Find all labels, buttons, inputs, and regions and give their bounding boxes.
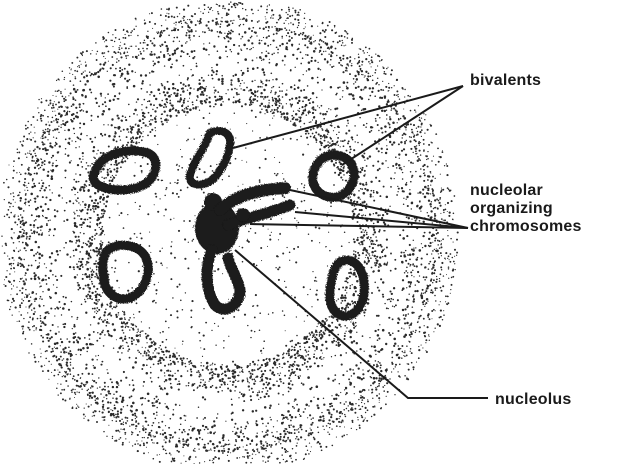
label-nucleolar-line2: organizing bbox=[470, 200, 582, 218]
leader-bivalents-1 bbox=[233, 86, 463, 148]
label-nucleolus: nucleolus bbox=[495, 391, 571, 409]
label-nucleolar-organizing-chromosomes: nucleolar organizing chromosomes bbox=[470, 182, 582, 236]
label-nucleolar-line3: chromosomes bbox=[470, 218, 582, 236]
label-nucleolar-line1: nucleolar bbox=[470, 182, 582, 200]
bivalent-lower-left bbox=[103, 245, 148, 299]
bivalent-upper-middle bbox=[190, 131, 230, 185]
bivalent-upper-left bbox=[93, 151, 156, 190]
label-bivalents: bivalents bbox=[470, 72, 541, 90]
nor-chromosome-lower bbox=[207, 250, 240, 309]
nucleolus-complex bbox=[195, 188, 290, 309]
